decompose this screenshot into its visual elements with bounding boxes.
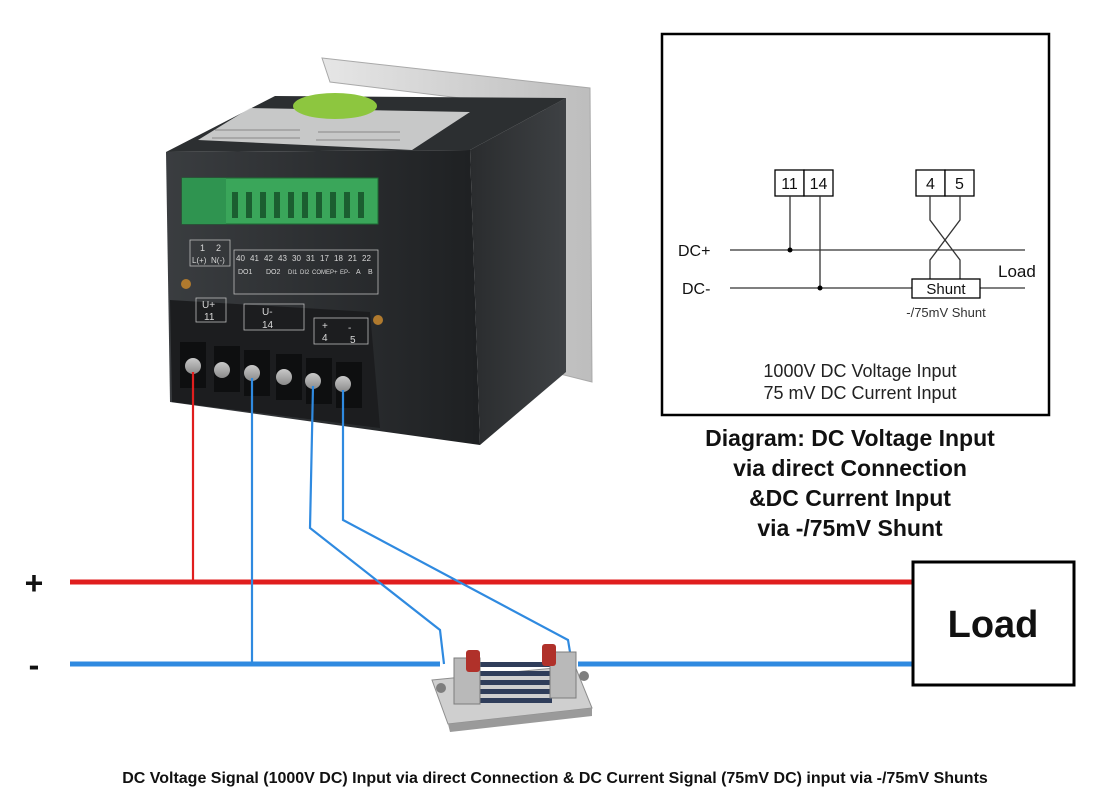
meter-terminal-label: L(+) bbox=[192, 256, 207, 265]
load-box: Load bbox=[911, 560, 1076, 687]
diagram-caption-line: Diagram: DC Voltage Input bbox=[705, 425, 995, 451]
meter-current-lead-4 bbox=[308, 385, 446, 665]
meter-terminal-number: 1 bbox=[200, 243, 205, 253]
schematic-terminal-label: 14 bbox=[810, 176, 828, 193]
meter-io-label: DI2 bbox=[300, 270, 310, 276]
shunt-resistor bbox=[431, 644, 593, 732]
shunt-terminal-cap bbox=[466, 650, 480, 672]
load-box-label: Load bbox=[948, 604, 1039, 646]
schematic-spec-line-2: 75 mV DC Current Input bbox=[763, 383, 956, 403]
footer-caption: DC Voltage Signal (1000V DC) Input via d… bbox=[122, 770, 988, 787]
meter-lower-number: 4 bbox=[322, 333, 328, 344]
meter-io-number: 17 bbox=[320, 254, 329, 263]
meter-lower-label: - bbox=[348, 323, 351, 334]
schematic-dc-minus-label: DC- bbox=[682, 281, 710, 298]
meter-io-number: 31 bbox=[306, 254, 315, 263]
meter-io-label: EP- bbox=[340, 270, 350, 276]
meter-io-number: 18 bbox=[334, 254, 343, 263]
meter-io-number: 21 bbox=[348, 254, 357, 263]
meter-io-number: 22 bbox=[362, 254, 371, 263]
power-meter: 1 2 L(+) N(-) 40 41 42 43 30 31 17 18 21… bbox=[166, 57, 593, 445]
meter-io-number: 30 bbox=[292, 254, 301, 263]
meter-green-seal bbox=[293, 93, 377, 119]
wiring bbox=[70, 372, 913, 667]
schematic-shunt bbox=[911, 278, 981, 299]
meter-io-label: B bbox=[368, 269, 373, 276]
meter-io-label: EP+ bbox=[326, 270, 338, 276]
diagram-caption-line: via -/75mV Shunt bbox=[757, 515, 943, 541]
meter-screw bbox=[373, 315, 383, 325]
meter-io-label: DO2 bbox=[266, 269, 281, 276]
schematic-border bbox=[660, 32, 1051, 417]
meter-lower-number: 11 bbox=[204, 312, 215, 323]
schematic-shunt-rating: -/75mV Shunt bbox=[906, 305, 986, 320]
meter-right-side bbox=[470, 98, 566, 445]
meter-io-label: DO1 bbox=[238, 269, 253, 276]
minus-symbol: - bbox=[29, 647, 40, 683]
diagram-caption: Diagram: DC Voltage Input via direct Con… bbox=[640, 423, 1060, 543]
schematic-terminal-4 bbox=[915, 169, 946, 197]
meter-io-number: 43 bbox=[278, 254, 287, 263]
plus-symbol: + bbox=[25, 565, 44, 601]
shunt-terminal-cap bbox=[542, 644, 556, 666]
meter-label-sticker bbox=[198, 108, 470, 150]
schematic-terminal-label: 4 bbox=[926, 176, 935, 193]
meter-lower-number: 5 bbox=[350, 335, 356, 346]
meter-lower-number: 14 bbox=[262, 320, 274, 331]
load-box-border bbox=[911, 560, 1076, 687]
meter-terminal-label: N(-) bbox=[211, 256, 225, 265]
schematic-terminal-5 bbox=[944, 169, 975, 197]
diagram-caption-line: &DC Current Input bbox=[749, 485, 951, 511]
schematic-dc-plus-label: DC+ bbox=[678, 243, 710, 260]
schematic-load-label: Load bbox=[998, 262, 1036, 281]
schematic-panel: 11 14 4 5 DC+ DC- Load Shunt -/75mV Shun… bbox=[660, 32, 1051, 417]
schematic-terminal-label: 11 bbox=[781, 176, 798, 193]
meter-lower-terminal-legend: U+ 11 U- 14 + - 4 5 bbox=[195, 297, 369, 346]
meter-lower-label: + bbox=[322, 321, 328, 332]
schematic-spec-line-1: 1000V DC Voltage Input bbox=[763, 361, 956, 381]
meter-screw bbox=[181, 279, 191, 289]
meter-io-number: 40 bbox=[236, 254, 245, 263]
meter-io-label: A bbox=[356, 269, 361, 276]
meter-terminal-number: 2 bbox=[216, 243, 221, 253]
meter-io-number: 42 bbox=[264, 254, 273, 263]
schematic-terminal-label: 5 bbox=[955, 176, 964, 193]
meter-lower-label: U- bbox=[262, 307, 273, 318]
diagram-caption-line: via direct Connection bbox=[733, 455, 967, 481]
schematic-terminal-14 bbox=[803, 169, 834, 197]
meter-io-label: DI1 bbox=[288, 270, 298, 276]
meter-screw-terminals bbox=[180, 342, 362, 408]
meter-io-label: COM bbox=[312, 270, 326, 276]
schematic-shunt-label: Shunt bbox=[926, 281, 966, 298]
meter-terminal-legend: 1 2 L(+) N(-) 40 41 42 43 30 31 17 18 21… bbox=[189, 239, 379, 295]
meter-io-number: 41 bbox=[250, 254, 259, 263]
meter-lower-label: U+ bbox=[202, 300, 215, 311]
